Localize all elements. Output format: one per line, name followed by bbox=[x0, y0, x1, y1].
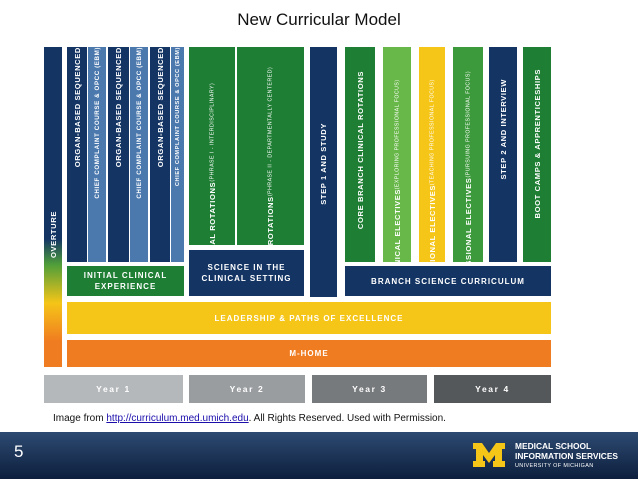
column-label: Core Branch Clinical Rotations bbox=[355, 71, 365, 230]
column-sublabel: (Teaching Professional Focus) bbox=[429, 79, 435, 185]
column-clinical-rotations-phase2: Clinical Rotations (Phrase II - Departme… bbox=[237, 47, 304, 245]
column-label: Clinical Rotations bbox=[266, 196, 275, 245]
slide-title: New Curricular Model bbox=[237, 10, 401, 29]
column-organ-based-2: Organ-Based Sequenced bbox=[108, 47, 129, 262]
column-label: Organ-Based Sequenced bbox=[155, 47, 165, 168]
column-step2-interview: Step 2 and Interview bbox=[489, 47, 517, 262]
column-organ-based-3: Organ-Based Sequenced bbox=[150, 47, 170, 262]
band-label: Initial Clinical Experience bbox=[83, 271, 168, 291]
band-m-home: M-Home bbox=[67, 340, 551, 367]
band-science-clinical-setting: Science in the Clinical Setting bbox=[189, 250, 304, 296]
image-credit: Image from http://curriculum.med.umich.e… bbox=[53, 413, 446, 424]
column-core-branch-clinical-rotations: Core Branch Clinical Rotations bbox=[345, 47, 375, 262]
column-label: Step 2 and Interview bbox=[498, 79, 508, 180]
year-2: Year 2 bbox=[189, 375, 305, 403]
band-leadership-paths: Leadership & Paths of Excellence bbox=[67, 302, 551, 334]
column-sublabel: (Exploring Professional Focus) bbox=[394, 79, 400, 189]
column-label: Clinical Rotations bbox=[207, 181, 217, 245]
year-4: Year 4 bbox=[434, 375, 551, 403]
column-label: Clinical Electives bbox=[392, 188, 402, 262]
year-label: Year 1 bbox=[96, 384, 131, 394]
column-label: Step 1 and Study bbox=[319, 123, 328, 205]
column-clinical-electives: Clinical Electives (Exploring Profession… bbox=[383, 47, 411, 262]
column-label: Professional Electives bbox=[427, 184, 437, 262]
column-label: Boot Camps & Apprenticeships bbox=[532, 69, 542, 219]
credit-prefix: Image from bbox=[53, 413, 107, 424]
credit-link[interactable]: http://curriculum.med.umich.edu bbox=[106, 413, 249, 424]
block-m-logo-icon bbox=[473, 443, 505, 467]
band-label: Leadership & Paths of Excellence bbox=[214, 313, 404, 323]
band-label: Science in the Clinical Setting bbox=[201, 263, 292, 283]
column-clinical-rotations-phase1: Clinical Rotations (Phrase I - Interdisc… bbox=[189, 47, 235, 245]
column-label: Chief Complaint Course & OPCC (EBM) bbox=[174, 47, 181, 187]
column-sublabel: (Phrase II - Departmentally Centered) bbox=[267, 67, 274, 197]
org-line3: UNIVERSITY OF MICHIGAN bbox=[515, 463, 594, 469]
slide-footer: 5 MEDICAL SCHOOL INFORMATION SERVICES UN… bbox=[0, 432, 638, 479]
column-professional-electives: Professional Electives (Teaching Profess… bbox=[419, 47, 445, 262]
column-organ-based-1: Organ-Based Sequenced bbox=[67, 47, 87, 262]
year-3: Year 3 bbox=[312, 375, 427, 403]
column-sublabel: (Pursuing Professional Focus) bbox=[465, 71, 471, 178]
column-label: Clinical & Professional Electives bbox=[463, 177, 473, 262]
column-label: Chief Complaint Course & OPCC (EBM) bbox=[135, 47, 143, 199]
page-number: 5 bbox=[14, 442, 24, 461]
band-branch-science-curriculum: Branch Science Curriculum bbox=[345, 266, 551, 296]
column-chief-complaint-3: Chief Complaint Course & OPCC (EBM) bbox=[171, 47, 184, 262]
org-line2: INFORMATION SERVICES bbox=[515, 451, 618, 461]
column-label: Overture bbox=[48, 211, 58, 258]
band-label: Branch Science Curriculum bbox=[371, 276, 525, 286]
year-label: Year 4 bbox=[475, 384, 510, 394]
credit-suffix: . All Rights Reserved. Used with Permiss… bbox=[248, 413, 446, 424]
column-chief-complaint-1: Chief Complaint Course & OPCC (EBM) bbox=[88, 47, 106, 262]
column-overture: Overture bbox=[44, 47, 62, 367]
column-chief-complaint-2: Chief Complaint Course & OPCC (EBM) bbox=[130, 47, 148, 262]
column-sublabel: (Phrase I - Interdisciplinary) bbox=[209, 83, 215, 182]
column-clinical-professional-electives: Clinical & Professional Electives (Pursu… bbox=[453, 47, 483, 262]
org-name: MEDICAL SCHOOL INFORMATION SERVICES UNIV… bbox=[515, 441, 618, 471]
column-boot-camps: Boot Camps & Apprenticeships bbox=[523, 47, 551, 262]
year-label: Year 2 bbox=[229, 384, 265, 394]
column-label: Organ-Based Sequenced bbox=[114, 47, 123, 168]
band-initial-clinical-experience: Initial Clinical Experience bbox=[67, 266, 184, 296]
column-step1-study: Step 1 and Study bbox=[310, 47, 337, 297]
band-label: M-Home bbox=[289, 349, 329, 358]
year-1: Year 1 bbox=[44, 375, 183, 403]
column-label: Organ-Based Sequenced bbox=[72, 47, 82, 168]
org-line1: MEDICAL SCHOOL bbox=[515, 441, 592, 451]
column-label: Chief Complaint Course & OPCC (EBM) bbox=[93, 47, 101, 199]
year-label: Year 3 bbox=[352, 384, 387, 394]
